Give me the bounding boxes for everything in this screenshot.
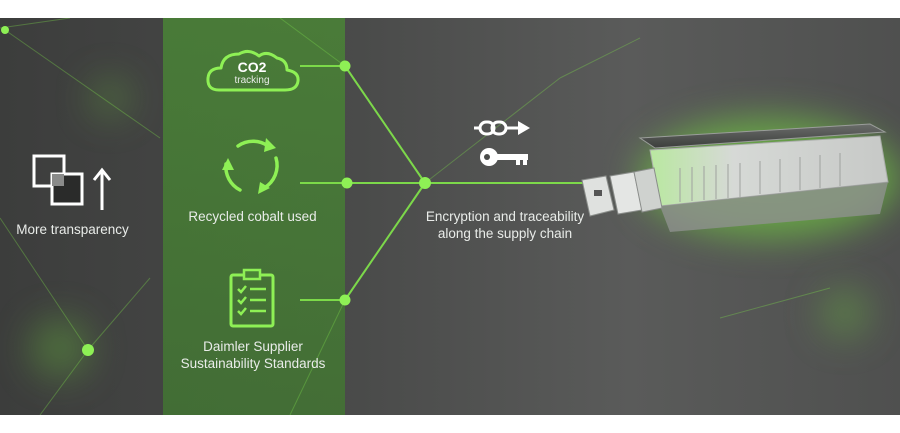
cobalt-label: Recycled cobalt used (188, 209, 317, 224)
highlight-band (163, 18, 345, 415)
bokeh-dot (90, 78, 130, 118)
infographic-canvas: More transparency CO2 tracking Recycled … (0, 18, 900, 415)
chain-icon (474, 120, 530, 136)
key-icon (480, 148, 528, 166)
recycle-icon (222, 138, 279, 194)
transparency-icon (32, 154, 112, 210)
battery-pack-icon (581, 123, 889, 232)
transparency-label: More transparency (16, 222, 129, 237)
clipboard-checklist-icon (229, 268, 275, 328)
cloud-icon (206, 49, 300, 92)
network-lines (0, 18, 831, 415)
bokeh-dot (30, 318, 90, 378)
standards-label: Daimler Supplier Sustainability Standard… (180, 339, 326, 371)
bokeh-dot (820, 288, 870, 338)
encryption-label: Encryption and traceability along the su… (425, 209, 585, 241)
co2-sub-label: tracking (234, 75, 270, 86)
co2-label: CO2 (237, 59, 267, 75)
